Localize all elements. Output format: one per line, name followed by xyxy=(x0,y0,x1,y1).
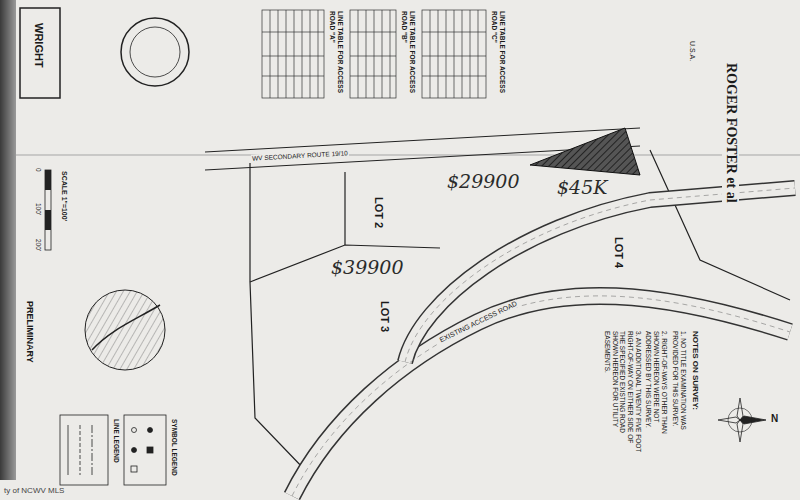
surveyor-logo: WRIGHT xyxy=(32,22,45,69)
surveyor-seal xyxy=(121,18,189,86)
watermark: ty of NCWV MLS xyxy=(3,486,65,496)
legend-heading: LINE LEGEND xyxy=(112,418,120,464)
lot-number: LOT 3 xyxy=(378,300,391,333)
handwritten-price: $39900 xyxy=(330,256,405,279)
plat-title: ROGER FOSTER et al xyxy=(722,62,739,204)
handwritten-price: $29900 xyxy=(446,170,521,193)
fold-line xyxy=(16,155,800,156)
scale-tick: 0 xyxy=(34,167,42,173)
table-heading: LINE TABLE FOR ACCESS ROAD "C" xyxy=(490,10,506,98)
adjoiner-name: U.S.A. xyxy=(688,40,696,62)
logo-box xyxy=(20,8,60,98)
line-tables xyxy=(262,10,486,98)
scale-text: SCALE 1"=100' xyxy=(60,170,68,222)
lot-number: LOT 2 xyxy=(372,196,385,229)
status-stamp: PRELIMINARY xyxy=(24,300,35,364)
lot-number: LOT 4 xyxy=(612,236,625,269)
access-roads xyxy=(292,188,795,496)
scan-edge xyxy=(0,0,16,480)
vicinity-map xyxy=(85,290,165,370)
survey-note: 2. RIGHT-OF-WAYS OTHER THAN SHOWN HEREON… xyxy=(645,330,668,457)
road-name: WV SECONDARY ROUTE 19/10 xyxy=(251,149,349,162)
table-heading: LINE TABLE FOR ACCESS ROAD "A" xyxy=(328,10,344,98)
shaded-area xyxy=(530,128,640,175)
scale-tick: 100' xyxy=(34,202,42,216)
scale-tick: 200' xyxy=(34,238,42,252)
scale-bar xyxy=(45,170,51,250)
legend-heading: SYMBOL LEGEND xyxy=(170,418,178,477)
table-heading: LINE TABLE FOR ACCESS ROAD "B" xyxy=(400,10,416,98)
road-name: EXISTING ACCESS ROAD xyxy=(437,299,519,345)
survey-note: 1. NO TITLE EXAMINATION WAS PROVIDED FOR… xyxy=(671,330,687,457)
survey-note: 3. AN ADDITIONAL TWENTY FIVE FOOT RIGHT-… xyxy=(603,330,642,457)
north-label: N xyxy=(770,413,779,425)
legend-boxes xyxy=(60,415,166,485)
handwritten-price: $45K xyxy=(556,176,608,199)
north-arrow xyxy=(718,398,766,442)
notes-heading: NOTES ON SURVEY: xyxy=(690,330,700,411)
